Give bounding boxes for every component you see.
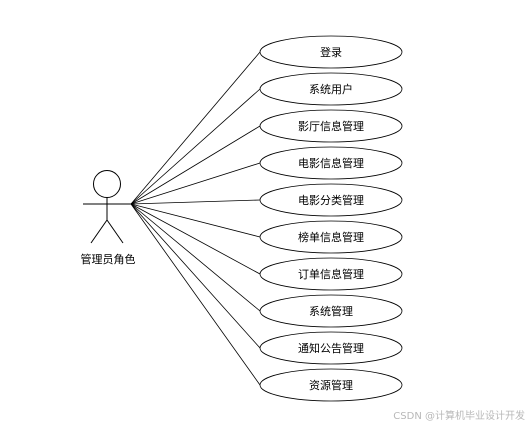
actor-label: 管理员角色 bbox=[80, 253, 136, 266]
use-case: 系统用户 bbox=[259, 72, 403, 106]
use-case-label: 榜单信息管理 bbox=[298, 230, 364, 244]
association-line bbox=[130, 162, 261, 205]
use-case-ellipse bbox=[259, 72, 403, 106]
association-line bbox=[130, 203, 261, 349]
use-case: 订单信息管理 bbox=[259, 257, 403, 291]
use-case-label: 电影信息管理 bbox=[298, 156, 364, 170]
use-case-label: 登录 bbox=[320, 45, 342, 59]
actor-right-leg bbox=[106, 219, 124, 244]
use-case-ellipse bbox=[259, 183, 403, 217]
use-case: 电影信息管理 bbox=[259, 146, 403, 180]
association-line bbox=[130, 203, 261, 386]
use-case: 登录 bbox=[259, 35, 403, 69]
use-case-ellipse bbox=[259, 146, 403, 180]
association-line bbox=[130, 51, 261, 205]
use-case-group: 登录系统用户影厅信息管理电影信息管理电影分类管理榜单信息管理订单信息管理系统管理… bbox=[259, 35, 403, 402]
association-line bbox=[130, 88, 261, 205]
use-case: 电影分类管理 bbox=[259, 183, 403, 217]
use-case-ellipse bbox=[259, 368, 403, 402]
use-case-ellipse bbox=[259, 294, 403, 328]
use-case-ellipse bbox=[259, 331, 403, 365]
use-case: 影厅信息管理 bbox=[259, 109, 403, 143]
watermark: CSDN @计算机毕业设计开发 bbox=[393, 411, 525, 422]
use-case-label: 系统管理 bbox=[309, 304, 353, 318]
association-line bbox=[130, 203, 261, 238]
use-case-ellipse bbox=[259, 220, 403, 254]
use-case-label: 电影分类管理 bbox=[298, 193, 364, 207]
association-line bbox=[130, 125, 261, 205]
use-case-ellipse bbox=[259, 109, 403, 143]
association-line bbox=[130, 199, 261, 205]
use-case: 通知公告管理 bbox=[259, 331, 403, 365]
use-case-label: 系统用户 bbox=[309, 82, 353, 96]
use-case: 榜单信息管理 bbox=[259, 220, 403, 254]
association-lines bbox=[130, 51, 261, 386]
actor-head bbox=[93, 170, 121, 198]
association-line bbox=[130, 203, 261, 312]
actor-left-leg bbox=[90, 219, 108, 244]
use-case-label: 资源管理 bbox=[309, 378, 353, 392]
use-case-label: 影厅信息管理 bbox=[298, 119, 364, 133]
actor-figure bbox=[83, 170, 131, 244]
use-case-label: 通知公告管理 bbox=[298, 341, 364, 355]
association-line bbox=[130, 203, 261, 275]
use-case-label: 订单信息管理 bbox=[298, 267, 364, 281]
use-case-ellipse bbox=[259, 257, 403, 291]
use-case: 系统管理 bbox=[259, 294, 403, 328]
use-case-ellipse bbox=[259, 35, 403, 69]
use-case: 资源管理 bbox=[259, 368, 403, 402]
